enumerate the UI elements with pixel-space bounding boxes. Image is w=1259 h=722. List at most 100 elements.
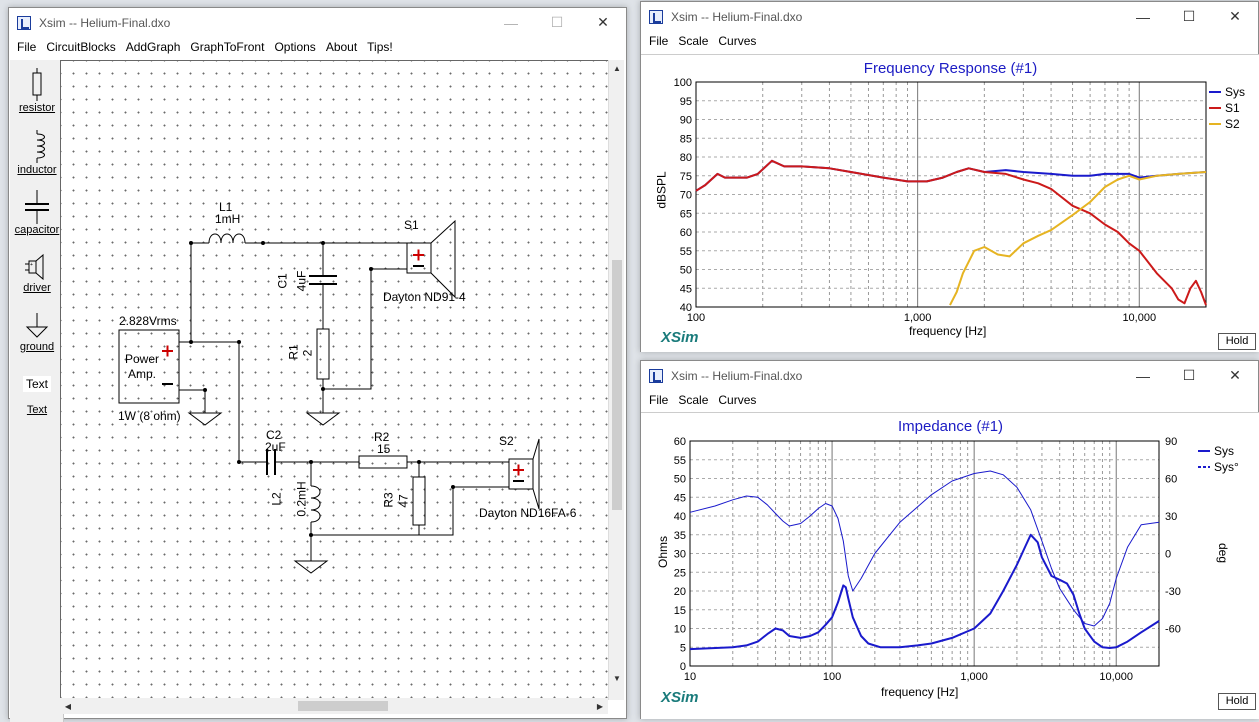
- tool-text[interactable]: Text Text: [10, 376, 64, 416]
- minimize-button[interactable]: —: [1136, 367, 1150, 384]
- s1-model: Dayton ND91-4: [383, 290, 466, 304]
- menu-curves[interactable]: Curves: [718, 393, 757, 407]
- series-line-s2: [949, 171, 1207, 306]
- y-tick-label: 45: [680, 283, 692, 295]
- x-tick-label: 100: [687, 312, 705, 324]
- minimize-button[interactable]: —: [1136, 8, 1150, 25]
- imp-titlebar[interactable]: Xsim -- Helium-Final.dxo — ☐ ✕: [641, 361, 1258, 390]
- y2-tick-label: 60: [1165, 474, 1177, 486]
- x-tick-label: 1,000: [904, 312, 932, 324]
- tool-capacitor-label: capacitor: [14, 224, 60, 236]
- y-tick-label: 85: [680, 133, 692, 145]
- imp-menubar: File Scale Curves: [641, 390, 1258, 410]
- window-title: Xsim -- Helium-Final.dxo: [39, 15, 171, 30]
- window-title: Xsim -- Helium-Final.dxo: [671, 368, 803, 383]
- imp-chart-title: Impedance (#1): [897, 418, 1004, 435]
- imp-y2-axis-label: deg: [1216, 542, 1231, 564]
- s2-model: Dayton ND16FA-6: [479, 506, 577, 520]
- menu-options[interactable]: Options: [274, 40, 316, 54]
- menu-circuitblocks[interactable]: CircuitBlocks: [46, 40, 116, 54]
- fr-chart-title: Frequency Response (#1): [863, 60, 1038, 77]
- r2-name: R2: [374, 430, 390, 444]
- maximize-button[interactable]: ☐: [550, 14, 564, 30]
- y-tick-label: 55: [680, 246, 692, 258]
- menu-curves[interactable]: Curves: [718, 34, 757, 48]
- y-tick-label: 90: [680, 115, 692, 127]
- x-tick-label: 100: [823, 671, 841, 683]
- driver-icon: +: [25, 253, 44, 281]
- xsim-logo: XSim: [661, 689, 699, 706]
- scroll-right-icon[interactable]: ▶: [596, 701, 604, 711]
- menu-graphtofront[interactable]: GraphToFront: [190, 40, 265, 54]
- y-tick-label: 15: [674, 605, 686, 617]
- menu-scale[interactable]: Scale: [678, 34, 709, 48]
- schematic-canvas[interactable]: L1 1mH S1 Dayton ND91-4 C1 4uF R1 2 2.82…: [60, 60, 608, 698]
- minimize-button[interactable]: —: [504, 14, 518, 31]
- series-line-sys: [689, 533, 1160, 651]
- tool-text-label: Text: [26, 404, 48, 416]
- xsim-app-icon: [649, 368, 663, 383]
- hold-button[interactable]: Hold: [1218, 693, 1256, 710]
- plot-frame: [689, 440, 1160, 667]
- amp-label-2: Amp.: [128, 367, 157, 381]
- y-tick-label: 45: [674, 492, 686, 504]
- y-tick-label: 30: [674, 549, 686, 561]
- menu-file[interactable]: File: [17, 40, 37, 54]
- fr-x-axis-label: frequency [Hz]: [909, 324, 987, 338]
- x-tick-label: 10,000: [1099, 671, 1133, 683]
- scroll-up-icon[interactable]: ▲: [613, 63, 621, 73]
- scroll-down-icon[interactable]: ▼: [613, 673, 621, 683]
- r1-name: R1: [286, 344, 301, 360]
- close-button[interactable]: ✕: [1229, 8, 1241, 24]
- tool-inductor-label: inductor: [17, 164, 57, 176]
- tool-driver-label: driver: [23, 282, 51, 294]
- r2-value: 15: [377, 442, 391, 456]
- c2-name: C2: [266, 428, 282, 442]
- xsim-app-icon: [17, 15, 31, 30]
- close-button[interactable]: ✕: [597, 14, 609, 30]
- tool-ground[interactable]: ground: [10, 313, 64, 353]
- menu-file[interactable]: File: [649, 393, 669, 407]
- s2-name: S2: [499, 434, 514, 448]
- capacitor-icon: [25, 190, 49, 224]
- tool-resistor[interactable]: resistor: [10, 68, 64, 114]
- menu-scale[interactable]: Scale: [678, 393, 709, 407]
- menu-tips[interactable]: Tips!: [367, 40, 393, 54]
- scroll-left-icon[interactable]: ◀: [64, 701, 72, 711]
- y-tick-label: 40: [680, 302, 692, 314]
- vertical-scroll-thumb[interactable]: [612, 260, 622, 510]
- frequency-response-window: Xsim -- Helium-Final.dxo — ☐ ✕ File Scal…: [640, 1, 1259, 352]
- menu-file[interactable]: File: [649, 34, 669, 48]
- vertical-scrollbar[interactable]: ▲ ▼: [608, 60, 624, 700]
- y-tick-label: 75: [680, 171, 692, 183]
- resistor-icon: [32, 68, 42, 101]
- y-tick-label: 35: [674, 530, 686, 542]
- horizontal-scroll-thumb[interactable]: [298, 701, 388, 711]
- tool-capacitor[interactable]: capacitor: [10, 190, 64, 236]
- y-tick-label: 50: [674, 474, 686, 486]
- xsim-app-icon: [649, 9, 663, 24]
- y2-tick-label: -30: [1165, 586, 1181, 598]
- power-amp-box: [118, 329, 180, 404]
- y2-tick-label: -60: [1165, 624, 1181, 636]
- imp-x-axis-label: frequency [Hz]: [881, 685, 959, 699]
- tool-inductor[interactable]: inductor: [10, 130, 64, 176]
- hold-button[interactable]: Hold: [1218, 333, 1256, 350]
- schematic-titlebar[interactable]: Xsim -- Helium-Final.dxo — ☐ ✕: [9, 8, 626, 37]
- close-button[interactable]: ✕: [1229, 367, 1241, 383]
- tool-ground-label: ground: [19, 341, 55, 353]
- menu-addgraph[interactable]: AddGraph: [125, 40, 181, 54]
- fr-y-axis-label: dBSPL: [654, 171, 669, 209]
- maximize-button[interactable]: ☐: [1182, 8, 1196, 24]
- schematic-window: Xsim -- Helium-Final.dxo — ☐ ✕ File Circ…: [8, 7, 627, 722]
- horizontal-scrollbar[interactable]: ◀ ▶: [60, 698, 608, 714]
- menu-about[interactable]: About: [325, 40, 358, 54]
- amp-label-1: Power: [125, 352, 160, 366]
- maximize-button[interactable]: ☐: [1182, 367, 1196, 383]
- inductor-icon: [36, 130, 45, 163]
- tool-driver[interactable]: + driver: [10, 252, 64, 294]
- fr-titlebar[interactable]: Xsim -- Helium-Final.dxo — ☐ ✕: [641, 2, 1258, 31]
